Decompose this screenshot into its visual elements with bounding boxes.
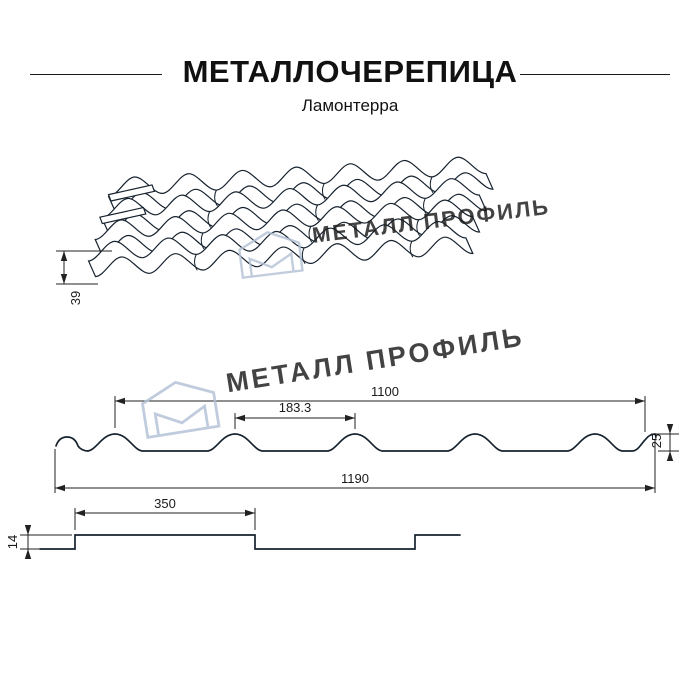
page-subtitle: Ламонтерра: [301, 96, 399, 115]
step-profile-drawing: 350 14: [5, 496, 461, 559]
dim-350: 350: [74, 496, 256, 530]
gable-strip-lower: [99, 206, 147, 225]
step-profile-line: [39, 534, 461, 550]
dim-25-label: 25: [649, 434, 664, 448]
dim-1190: 1190: [54, 440, 656, 493]
dim-350-extension-lines: [74, 508, 256, 530]
dim-1190-extension-lines: [54, 440, 656, 493]
dim-14-extension-lines: [20, 534, 72, 550]
cross-section-drawing: 1100 183.3 25 1190: [54, 384, 679, 493]
dim-14: 14: [5, 525, 72, 559]
dim-1100: 1100: [114, 384, 646, 432]
dim-25: 25: [649, 424, 679, 461]
dim-39-arrows: [60, 251, 68, 284]
title-rule-left: [30, 74, 162, 75]
gable-strip-upper: [107, 184, 156, 202]
dim-350-label: 350: [154, 496, 176, 511]
dim-39: 39: [56, 250, 112, 305]
dim-14-arrows: [24, 525, 32, 559]
title-rule-right: [520, 74, 670, 75]
brand-logo-icon: [238, 231, 304, 280]
brand-logo-icon: [140, 380, 221, 439]
dim-14-label: 14: [5, 535, 20, 549]
dim-1190-label: 1190: [341, 471, 369, 486]
watermark-lower: МЕТАЛЛ ПРОФИЛЬ: [140, 321, 526, 439]
dim-183-3: 183.3: [234, 400, 356, 429]
cross-section-profile: [55, 433, 657, 452]
dim-183-3-extension-lines: [234, 413, 356, 429]
dim-39-extension-lines: [56, 250, 112, 285]
dim-25-arrows: [666, 424, 674, 461]
dim-39-label: 39: [68, 291, 83, 305]
dim-1100-label: 1100: [371, 384, 399, 399]
page-title: МЕТАЛЛОЧЕРЕПИЦА: [182, 54, 518, 89]
perspective-drawing: [86, 154, 494, 278]
dim-183-3-label: 183.3: [279, 400, 312, 415]
dim-25-extension-lines: [651, 433, 679, 452]
